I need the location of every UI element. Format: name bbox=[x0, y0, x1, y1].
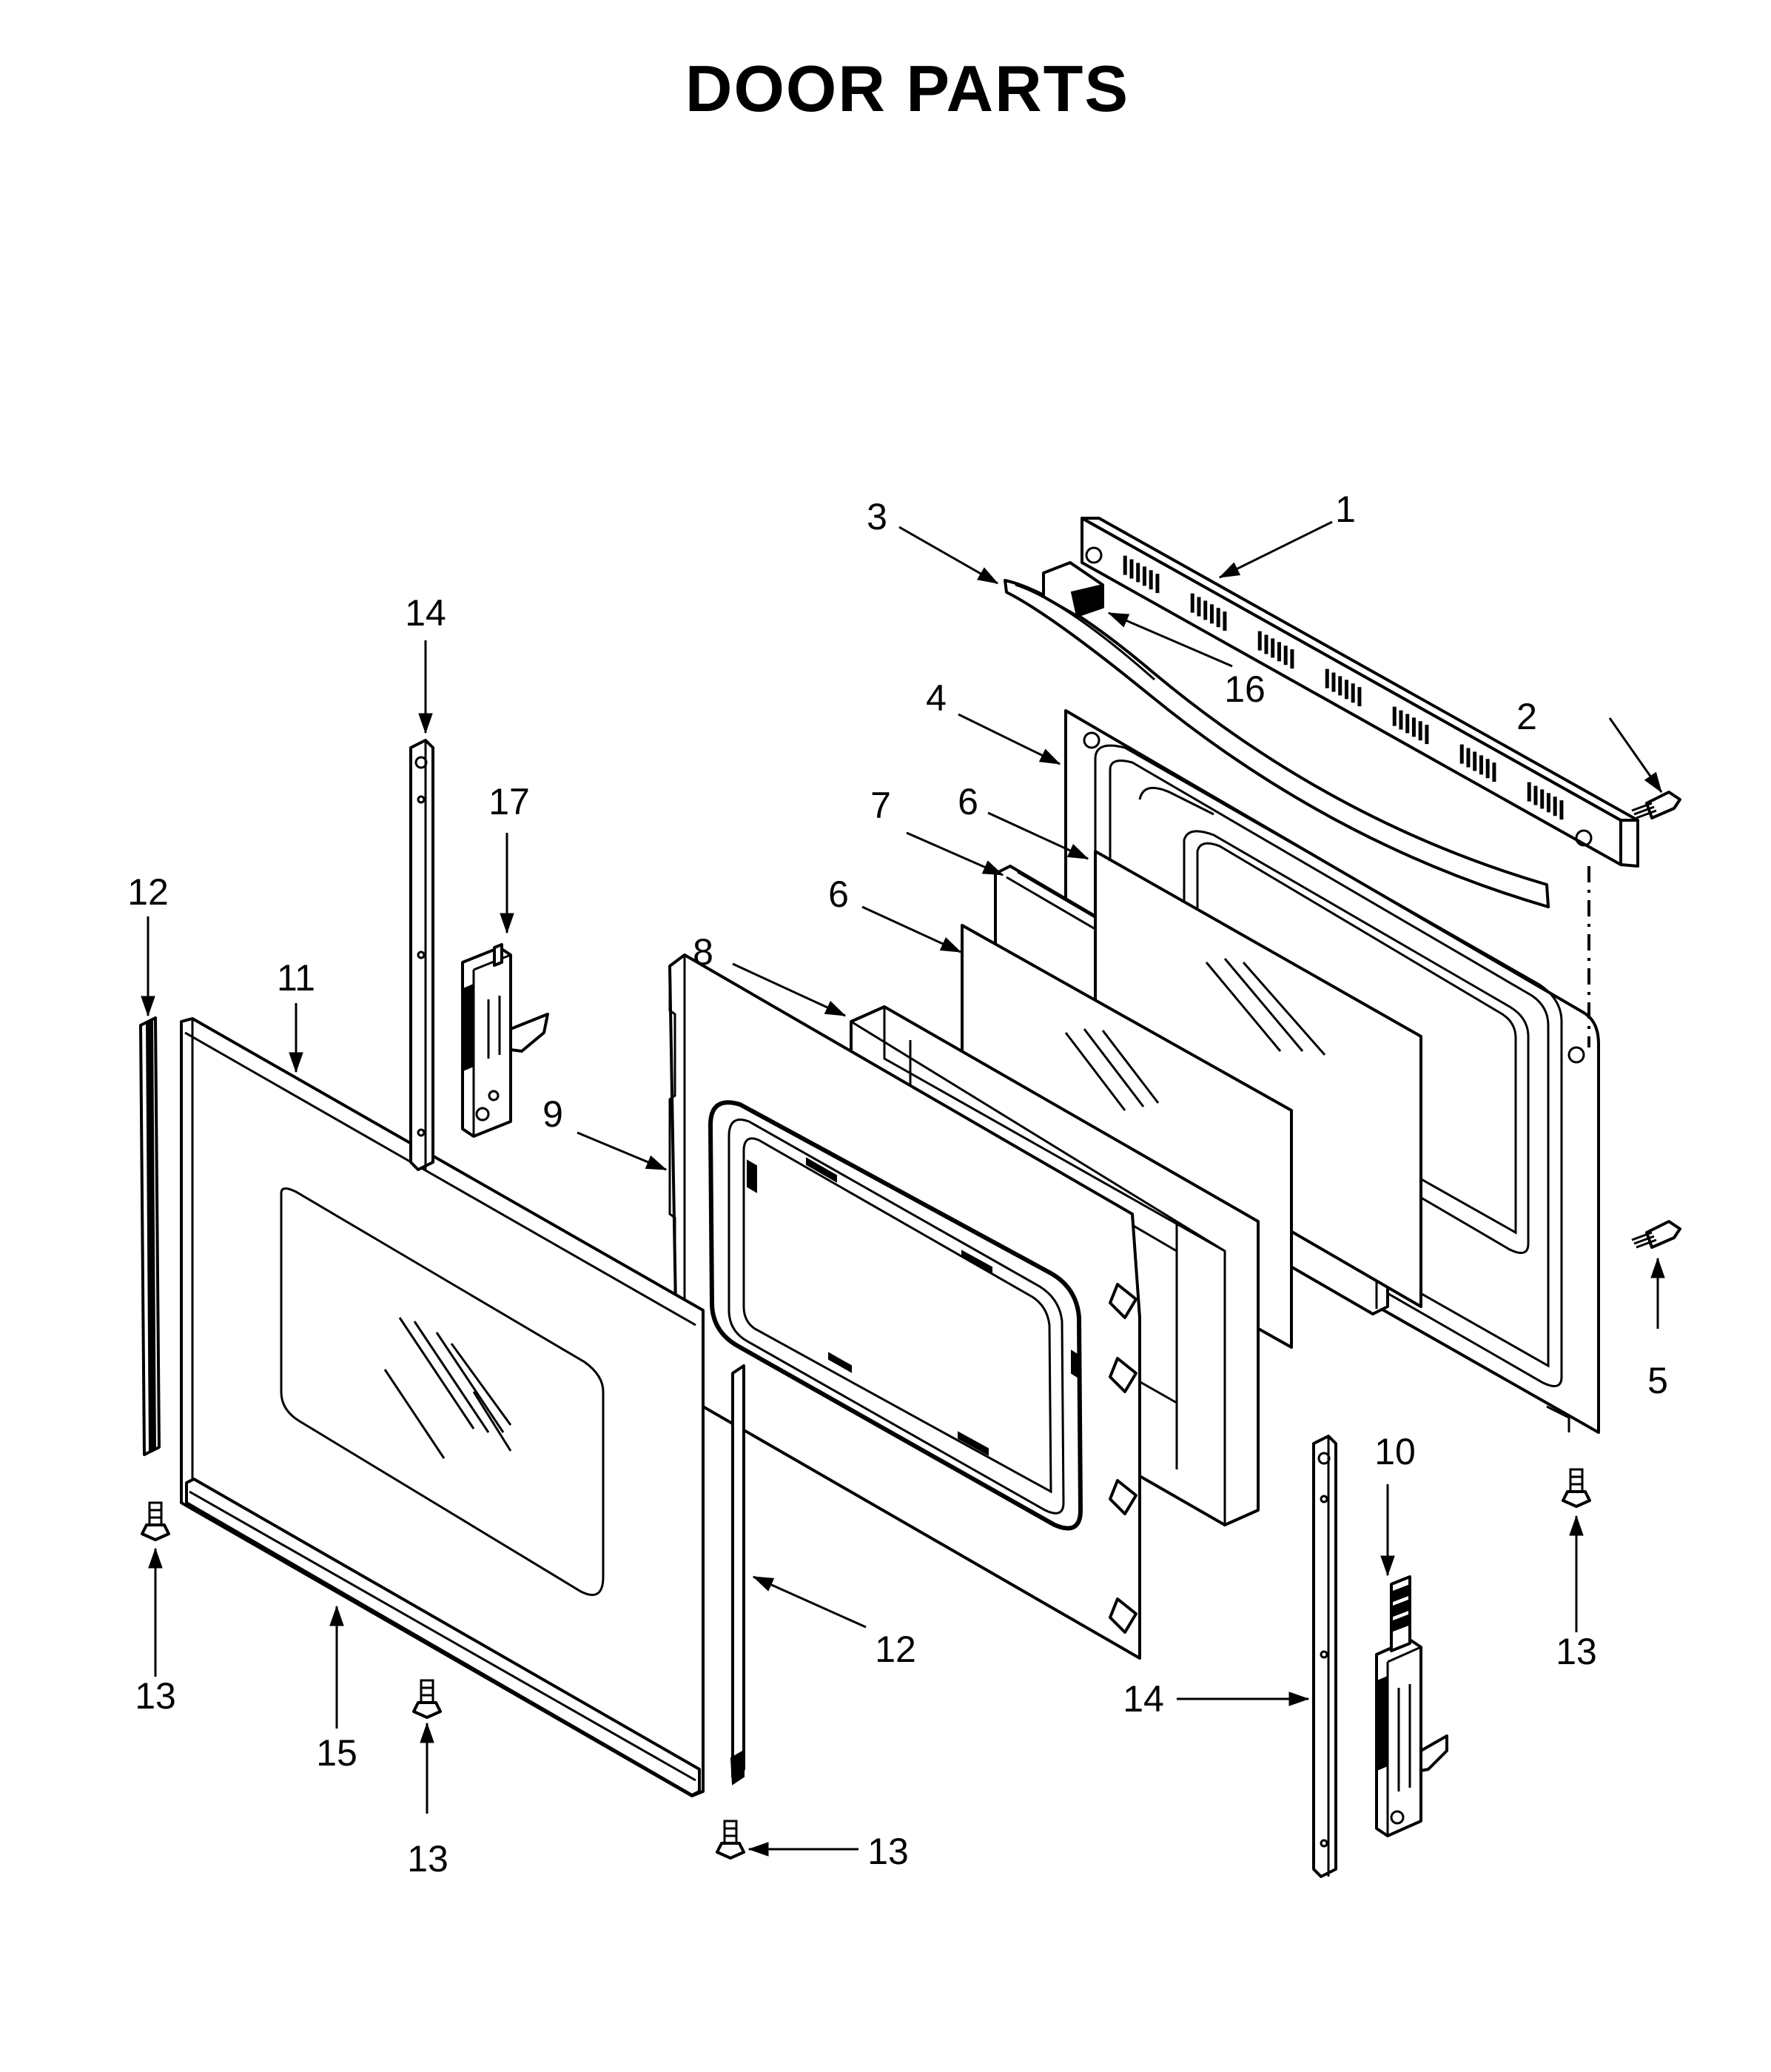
part-10-hinge-right bbox=[1375, 1575, 1448, 1837]
part-13-screw-left bbox=[141, 1501, 170, 1541]
diagram-title: DOOR PARTS bbox=[685, 52, 1129, 125]
part-1-door-trim bbox=[1081, 517, 1639, 868]
callout-13-right: 13 bbox=[1556, 1631, 1597, 1672]
callout-15: 15 bbox=[316, 1732, 357, 1774]
part-16-handle-end-cap bbox=[1042, 561, 1104, 617]
callout-11: 11 bbox=[277, 957, 315, 999]
part-17-hinge-left bbox=[461, 943, 549, 1138]
callout-7: 7 bbox=[870, 785, 891, 826]
part-2-screw bbox=[1631, 791, 1681, 819]
callout-labels: 1 2 3 4 5 6 7 6 8 9 10 11 12 12 13 13 13… bbox=[127, 489, 1668, 1880]
part-15-bottom-trim bbox=[185, 1478, 701, 1797]
leader-lines bbox=[141, 520, 1665, 1857]
callout-14-bottom: 14 bbox=[1123, 1678, 1164, 1720]
part-5-screw bbox=[1631, 1220, 1681, 1249]
callout-6-upper: 6 bbox=[958, 781, 978, 822]
part-13-screw-center bbox=[716, 1820, 745, 1860]
callout-6-lower: 6 bbox=[828, 874, 849, 915]
callout-13-left: 13 bbox=[135, 1675, 176, 1717]
part-13-screw-right bbox=[1562, 1468, 1591, 1508]
callout-3: 3 bbox=[867, 496, 887, 537]
callout-9: 9 bbox=[542, 1093, 563, 1135]
callout-2: 2 bbox=[1516, 696, 1537, 737]
callout-12-left: 12 bbox=[127, 871, 169, 913]
callout-14-top: 14 bbox=[405, 592, 446, 634]
callout-13-center: 13 bbox=[867, 1831, 909, 1872]
part-14-hinge-receiver-left bbox=[409, 739, 434, 1171]
part-14-hinge-receiver-right bbox=[1312, 1435, 1337, 1878]
callout-4: 4 bbox=[926, 677, 947, 719]
callout-5: 5 bbox=[1647, 1360, 1668, 1401]
callout-16: 16 bbox=[1224, 668, 1266, 710]
part-12-right-side-trim bbox=[730, 1364, 745, 1786]
part-11-outer-door-panel bbox=[180, 1017, 705, 1797]
callout-17: 17 bbox=[488, 781, 530, 822]
part-12-left-side-trim bbox=[139, 1016, 161, 1456]
part-9-door-liner bbox=[668, 953, 1141, 1660]
callout-8: 8 bbox=[693, 931, 713, 973]
callout-10: 10 bbox=[1374, 1431, 1416, 1472]
callout-13-bottom: 13 bbox=[407, 1838, 448, 1880]
callout-1: 1 bbox=[1335, 489, 1356, 530]
part-13-screw-bottom bbox=[412, 1679, 442, 1719]
callout-12-right: 12 bbox=[875, 1629, 916, 1670]
